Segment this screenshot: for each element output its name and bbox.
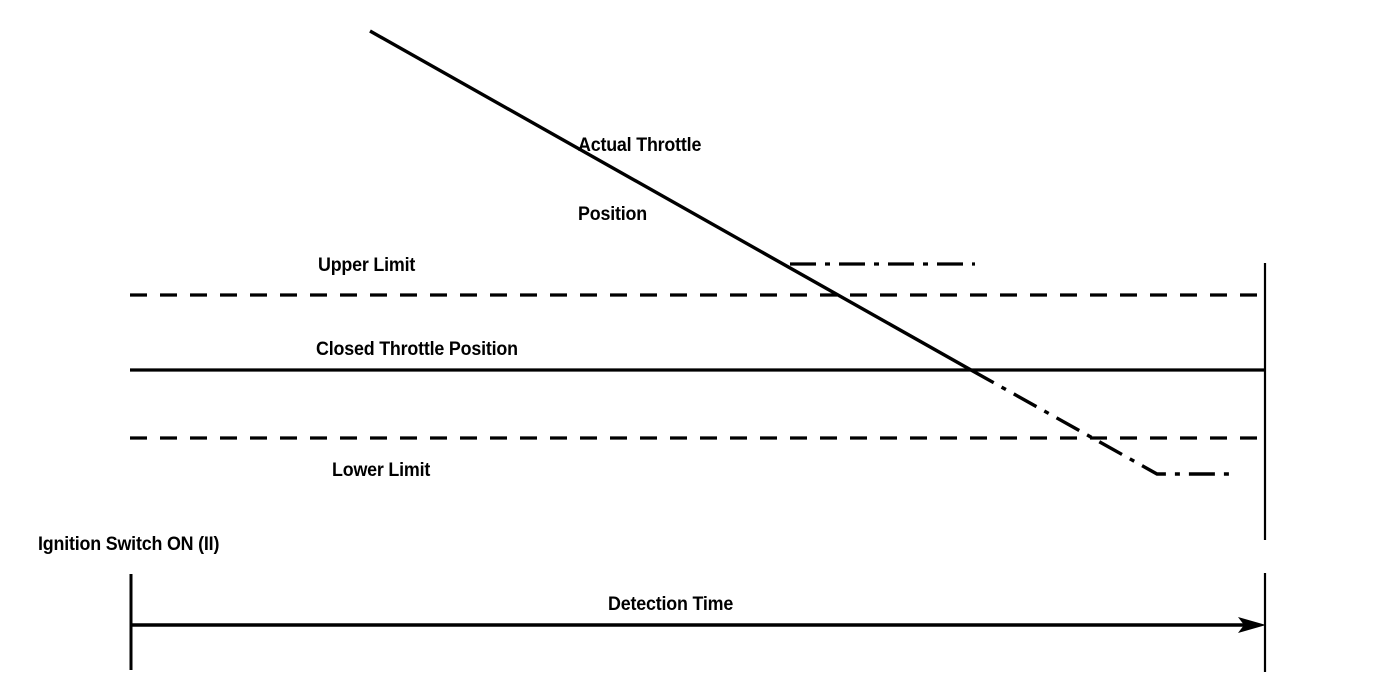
ignition-switch-label: Ignition Switch ON (II) (38, 534, 220, 555)
upper-limit-label: Upper Limit (318, 255, 416, 276)
actual-throttle-position-label-line2: Position (578, 204, 647, 225)
detection-time-arrow-head (1238, 617, 1266, 633)
actual-throttle-position-fault-curve (970, 368, 1232, 476)
actual-throttle-position-label-line1: Actual Throttle (578, 135, 702, 156)
actual-throttle-position-label: Actual Throttle Position (578, 88, 701, 272)
actual-throttle-position-curve (369, 29, 972, 372)
lower-limit-label: Lower Limit (332, 460, 431, 481)
detection-time-label: Detection Time (608, 594, 734, 615)
closed-throttle-position-label: Closed Throttle Position (316, 339, 518, 360)
